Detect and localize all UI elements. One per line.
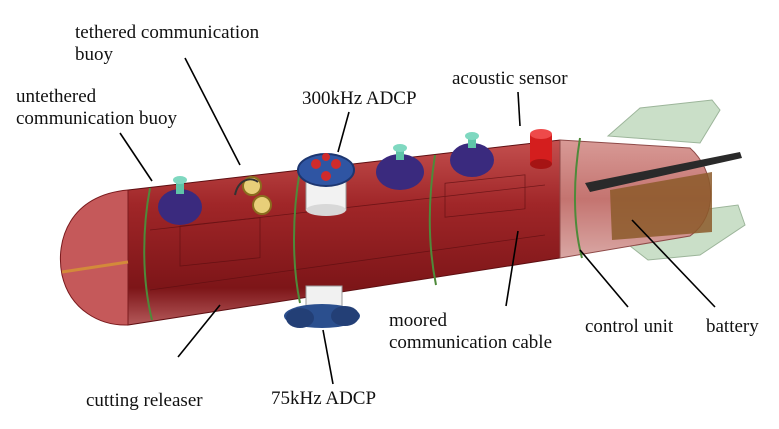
tethered-buoy (234, 176, 272, 215)
untethered-buoy-1 (158, 176, 202, 225)
leader-lines (119, 57, 716, 385)
adcp-75-label: 75kHz ADCP (271, 388, 377, 409)
tethered-buoy-label-line1: tethered communication (75, 22, 260, 43)
adcp-75khz (284, 285, 360, 328)
internal-frame (149, 174, 546, 291)
untethered-buoy-label-line1: untethered (16, 86, 97, 107)
untethered-buoy-3 (450, 132, 494, 177)
battery-label: battery (706, 316, 759, 337)
control-unit-label: control unit (585, 316, 674, 337)
untethered-buoy-label-line2: communication buoy (16, 108, 177, 129)
adcp-300khz (297, 153, 355, 216)
upper-fin (606, 99, 721, 144)
tail-antenna (585, 152, 742, 192)
moored-cable-label-line1: moored (389, 310, 448, 331)
acoustic-sensor (530, 129, 552, 169)
tethered-buoy-label: tethered communication buoy (75, 22, 259, 66)
acoustic-sensor-label: acoustic sensor (452, 68, 568, 89)
moored-cable-label: moored communication cable (389, 310, 552, 354)
adcp-300-label: 300kHz ADCP (302, 88, 417, 109)
section-rings (143, 137, 583, 321)
cutting-releaser-label: cutting releaser (86, 390, 203, 411)
moored-cable-label-line2: communication cable (389, 332, 553, 353)
nose-rod (61, 260, 129, 274)
untethered-buoy-2 (376, 144, 424, 190)
tethered-buoy-label-line2: buoy (75, 44, 113, 65)
untethered-buoy-label: untethered communication buoy (16, 86, 177, 130)
hull-nose (59, 189, 129, 326)
